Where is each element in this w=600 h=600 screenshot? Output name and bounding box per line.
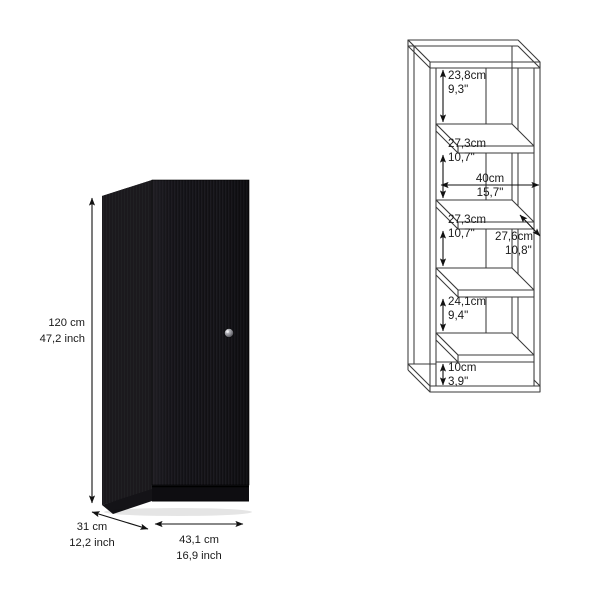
compartment-5-inch-label: 3,9" [448, 375, 468, 388]
shelf-3-left-edge [435, 267, 459, 298]
compartment-3-inch-label: 10,7" [448, 227, 475, 240]
cabinet-depth-inch-label: 12,2 inch [69, 537, 114, 549]
door-knob-ring [224, 328, 234, 338]
cabinet-height-cm-label: 120 cm [48, 317, 85, 329]
cabinet-side-panel [102, 180, 152, 505]
cabinet-plinth-front [152, 485, 249, 501]
shelf-2 [435, 199, 535, 230]
carcass-bottom-left-diag [407, 363, 431, 387]
carcass-bottom-left-diag2 [407, 369, 431, 393]
cabinet-side-shade [102, 180, 152, 505]
shelf-depth-inch-label: 10,8" [505, 244, 532, 257]
carcass-top-right-inner [517, 45, 541, 69]
compartment-5-cm-label: 10cm [448, 361, 476, 374]
compartment-5-dimension: 10cm 3,9" [439, 361, 476, 388]
shelf-1 [435, 123, 535, 154]
interior-width-dimension: 40cm 15,7" [440, 172, 540, 199]
compartment-2-cm-label: 27,3cm [448, 137, 486, 150]
cabinet-door-shade [152, 180, 249, 485]
compartment-3-cm-label: 27,3cm [448, 213, 486, 226]
cabinet-width-dimension: 43,1 cm 16,9 inch [154, 520, 244, 562]
cabinet-height-dimension: 120 cm 47,2 inch [40, 197, 96, 504]
cabinet-plinth-side [102, 489, 152, 514]
cabinet-depth-dimension: 31 cm 12,2 inch [69, 511, 149, 549]
cabinet-height-inch-label: 47,2 inch [40, 333, 85, 345]
cabinet-width-inch-label: 16,9 inch [176, 550, 221, 562]
carcass-top-panel [407, 39, 541, 63]
base-compartment-panel [435, 361, 535, 387]
compartment-1-inch-label: 9,3" [448, 83, 468, 96]
cabinet-depth-cm-label: 31 cm [77, 521, 107, 533]
cabinet-width-cm-label: 43,1 cm [179, 534, 219, 546]
shelf-1-left-edge [435, 123, 459, 154]
compartment-3-dimension: 27,3cm 10,7" [439, 213, 486, 267]
cabinet-ground-shadow [104, 508, 252, 516]
compartment-4-cm-label: 24,1cm [448, 295, 486, 308]
interior-width-inch-label: 15,7" [477, 186, 504, 199]
shelf-3 [435, 267, 535, 298]
compartment-4-dimension: 24,1cm 9,4" [439, 295, 486, 332]
depth-dimension-arrow [91, 511, 149, 530]
compartment-1-cm-label: 23,8cm [448, 69, 486, 82]
shelf-depth-cm-label: 27,6cm [495, 230, 533, 243]
carcass-bottom-panel [429, 385, 541, 393]
black-cabinet-photo [102, 179, 252, 516]
shelf-4 [435, 332, 535, 387]
compartment-2-inch-label: 10,7" [448, 151, 475, 164]
shelf-depth-dimension: 27,6cm 10,8" [495, 214, 541, 257]
carcass-top-panel-front-edge [429, 61, 541, 69]
compartment-2-dimension: 27,3cm 10,7" [439, 137, 486, 199]
door-knob-highlight [226, 330, 229, 333]
compartment-4-inch-label: 9,4" [448, 309, 468, 322]
shelf-depth-arrow [519, 214, 541, 237]
shelf-2-left-edge [435, 199, 459, 230]
interior-width-cm-label: 40cm [476, 172, 504, 185]
compartment-1-dimension: 23,8cm 9,3" [439, 69, 486, 123]
